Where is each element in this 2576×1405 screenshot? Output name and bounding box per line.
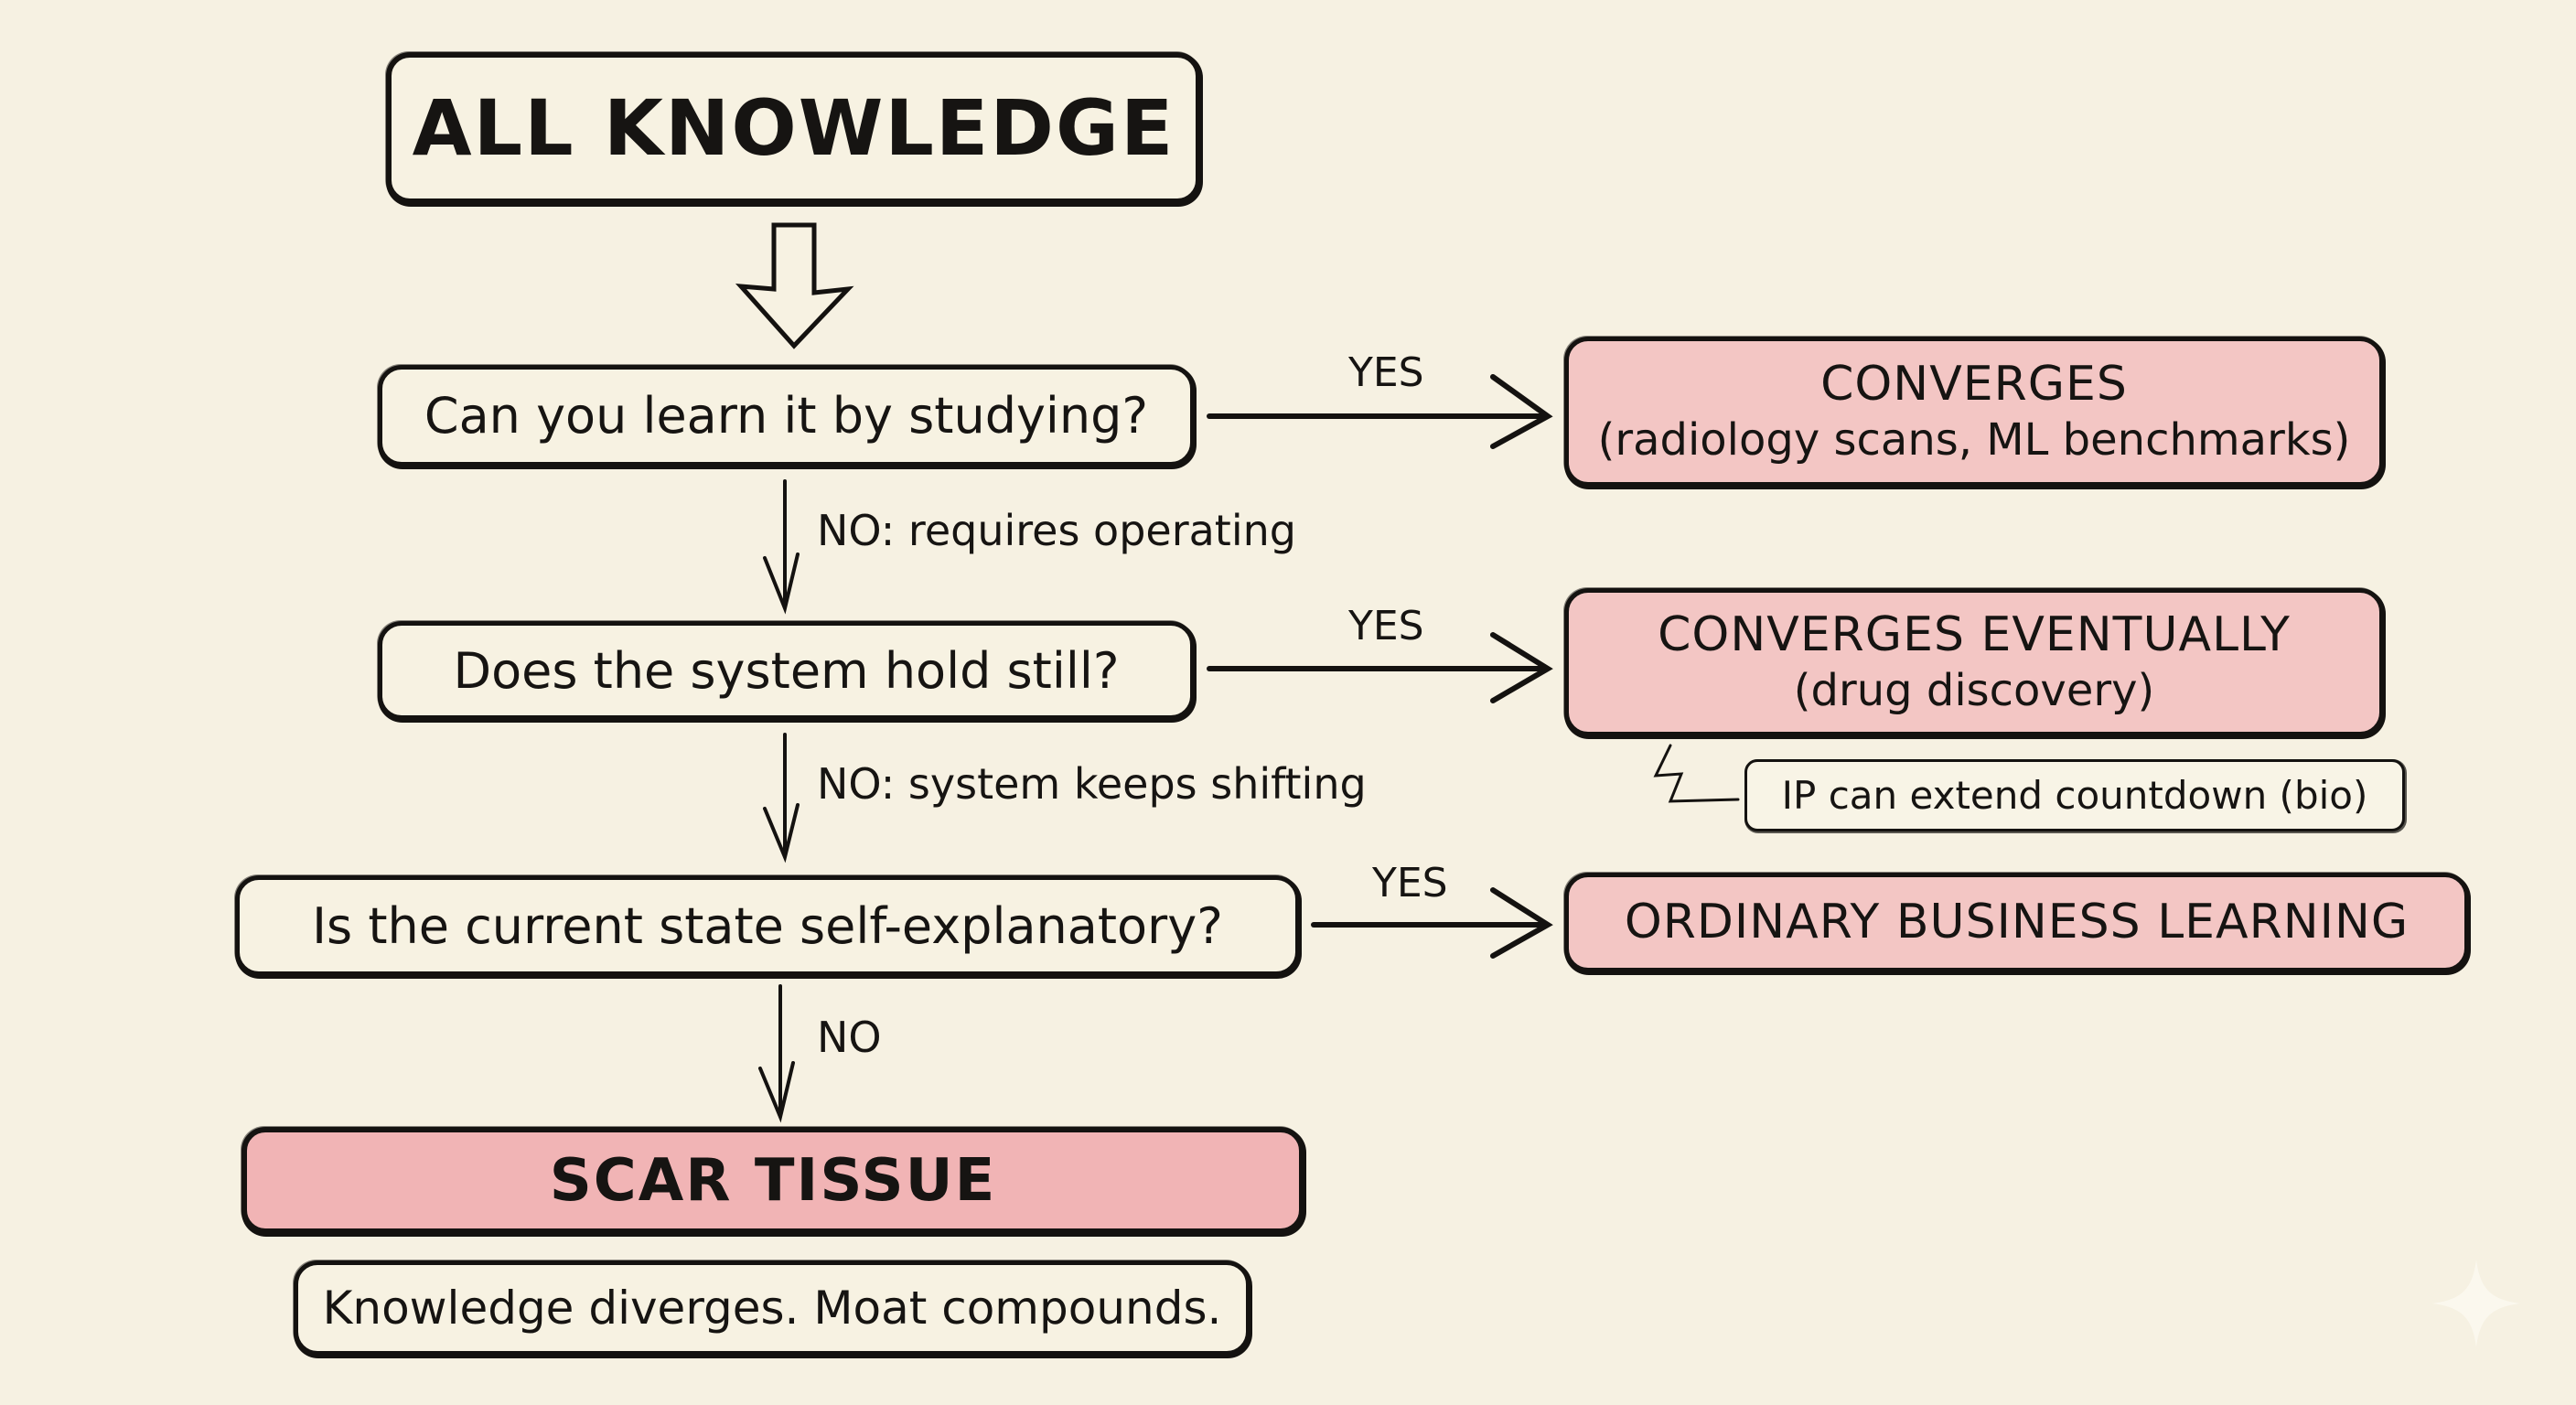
yes-label-3: YES <box>1372 860 1448 906</box>
question-node-hold-still: Does the system hold still? <box>378 621 1195 720</box>
no-label-2: NO: system keeps shifting <box>817 759 1367 809</box>
no-label-3: NO <box>817 1013 882 1062</box>
outcome-node-ordinary-business-learning: ORDINARY BUSINESS LEARNING <box>1564 873 2469 972</box>
question-node-studying: Can you learn it by studying? <box>378 365 1195 467</box>
outcome-title: ORDINARY BUSINESS LEARNING <box>1624 895 2410 950</box>
outcome-subtitle: (radiology scans, ML benchmarks) <box>1597 414 2351 467</box>
outcome-subtitle: (drug discovery) <box>1793 665 2155 717</box>
root-node-label: ALL KNOWLEDGE <box>412 83 1175 173</box>
question-label: Is the current state self-explanatory? <box>312 896 1223 955</box>
yes-label-1: YES <box>1348 349 1424 396</box>
conclusion-text: Knowledge diverges. Moat compounds. <box>322 1282 1222 1335</box>
outcome-node-converges: CONVERGES (radiology scans, ML benchmark… <box>1564 337 2384 487</box>
conclusion-note: Knowledge diverges. Moat compounds. <box>294 1260 1250 1356</box>
outcome-title: CONVERGES EVENTUALLY <box>1658 606 2291 662</box>
question-label: Does the system hold still? <box>453 641 1120 700</box>
sparkle-icon <box>2432 1260 2520 1347</box>
ip-note-text: IP can extend countdown (bio) <box>1781 773 2368 818</box>
question-label: Can you learn it by studying? <box>424 387 1149 445</box>
outcome-title: SCAR TISSUE <box>549 1146 997 1215</box>
ip-note: IP can extend countdown (bio) <box>1744 759 2405 831</box>
outcome-node-scar-tissue: SCAR TISSUE <box>242 1127 1304 1234</box>
squiggle-connector-icon <box>1653 744 1740 803</box>
hollow-down-arrow-icon <box>735 222 854 349</box>
root-node-all-knowledge: ALL KNOWLEDGE <box>386 52 1201 204</box>
yes-label-2: YES <box>1348 603 1424 649</box>
outcome-node-converges-eventually: CONVERGES EVENTUALLY (drug discovery) <box>1564 588 2384 736</box>
no-label-1: NO: requires operating <box>817 506 1296 555</box>
outcome-title: CONVERGES <box>1820 356 2128 412</box>
question-node-self-explanatory: Is the current state self-explanatory? <box>235 875 1300 976</box>
